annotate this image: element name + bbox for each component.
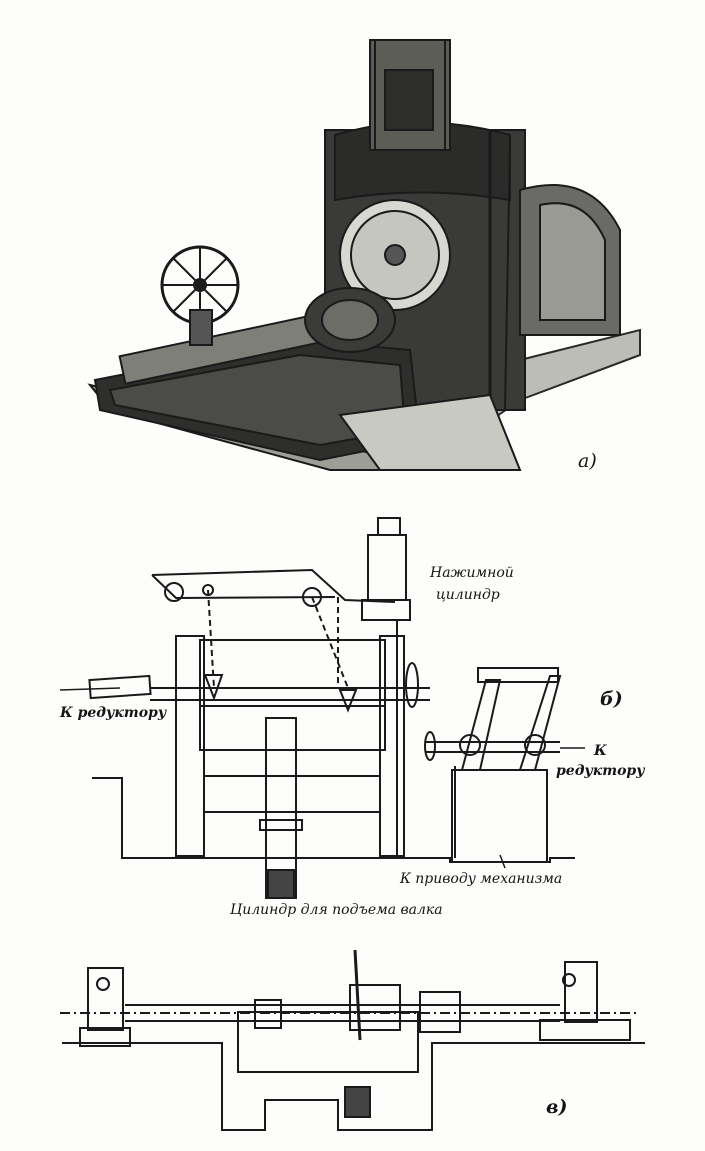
panel-b-label: б) [600, 688, 623, 710]
to-reducer-right-label-line2: редуктору [556, 763, 645, 779]
pressure-cylinder-label-line1: Нажимной [430, 565, 514, 581]
to-reducer-left-label: К редуктору [60, 705, 167, 721]
lift-cylinder-label: Цилиндр для подъема валка [230, 902, 443, 918]
to-reducer-right-label-line1: К [594, 743, 607, 759]
panel-v-label: в) [546, 1096, 568, 1118]
panel-a-label: а) [578, 450, 597, 472]
to-drive-label: К приводу механизма [400, 871, 563, 887]
pressure-cylinder-label-line2: цилиндр [436, 587, 500, 603]
